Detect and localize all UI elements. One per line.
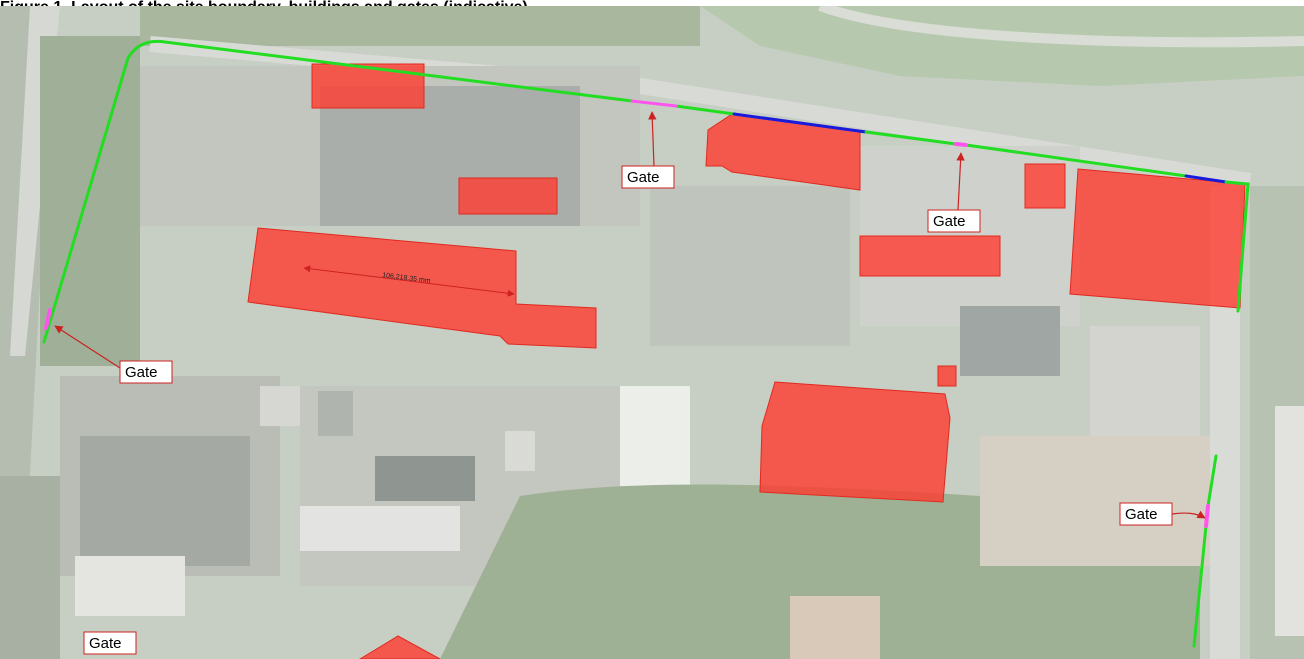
gate-label-north-center: Gate	[627, 169, 660, 186]
building	[311, 63, 425, 109]
fence-line-green	[1192, 524, 1208, 648]
site-map-canvas: 106,218.35 mm Gate Gate Gate Gate Gate	[0, 6, 1304, 659]
fence-line-green	[674, 104, 736, 116]
site-map: 106,218.35 mm Gate Gate Gate Gate Gate	[0, 6, 1304, 659]
gate-segment	[1204, 504, 1210, 528]
gate-label-south-east: Gate	[1125, 506, 1158, 523]
gate-callouts: Gate Gate Gate Gate Gate	[54, 111, 1206, 655]
building	[458, 177, 558, 215]
gate-segment	[44, 308, 52, 330]
building	[1024, 163, 1066, 209]
fence-line-green	[964, 143, 1188, 178]
building	[359, 635, 441, 659]
gate-label-south-west: Gate	[89, 635, 122, 652]
building	[859, 235, 1001, 277]
fence-line-green	[42, 39, 634, 344]
site-boundary	[42, 39, 1250, 648]
building	[1069, 168, 1246, 309]
gate-segment	[954, 142, 968, 147]
fence-line-green	[1206, 454, 1218, 508]
fence-line-green	[864, 130, 958, 146]
fence-line-blue	[732, 112, 868, 134]
building	[759, 381, 951, 503]
gate-label-north-east: Gate	[933, 213, 966, 230]
fence-line-green	[1224, 180, 1250, 313]
building	[705, 113, 861, 191]
fence-line-blue	[1184, 174, 1228, 184]
gate-label-west: Gate	[125, 364, 158, 381]
gate-segment	[630, 99, 678, 108]
building	[937, 365, 957, 387]
